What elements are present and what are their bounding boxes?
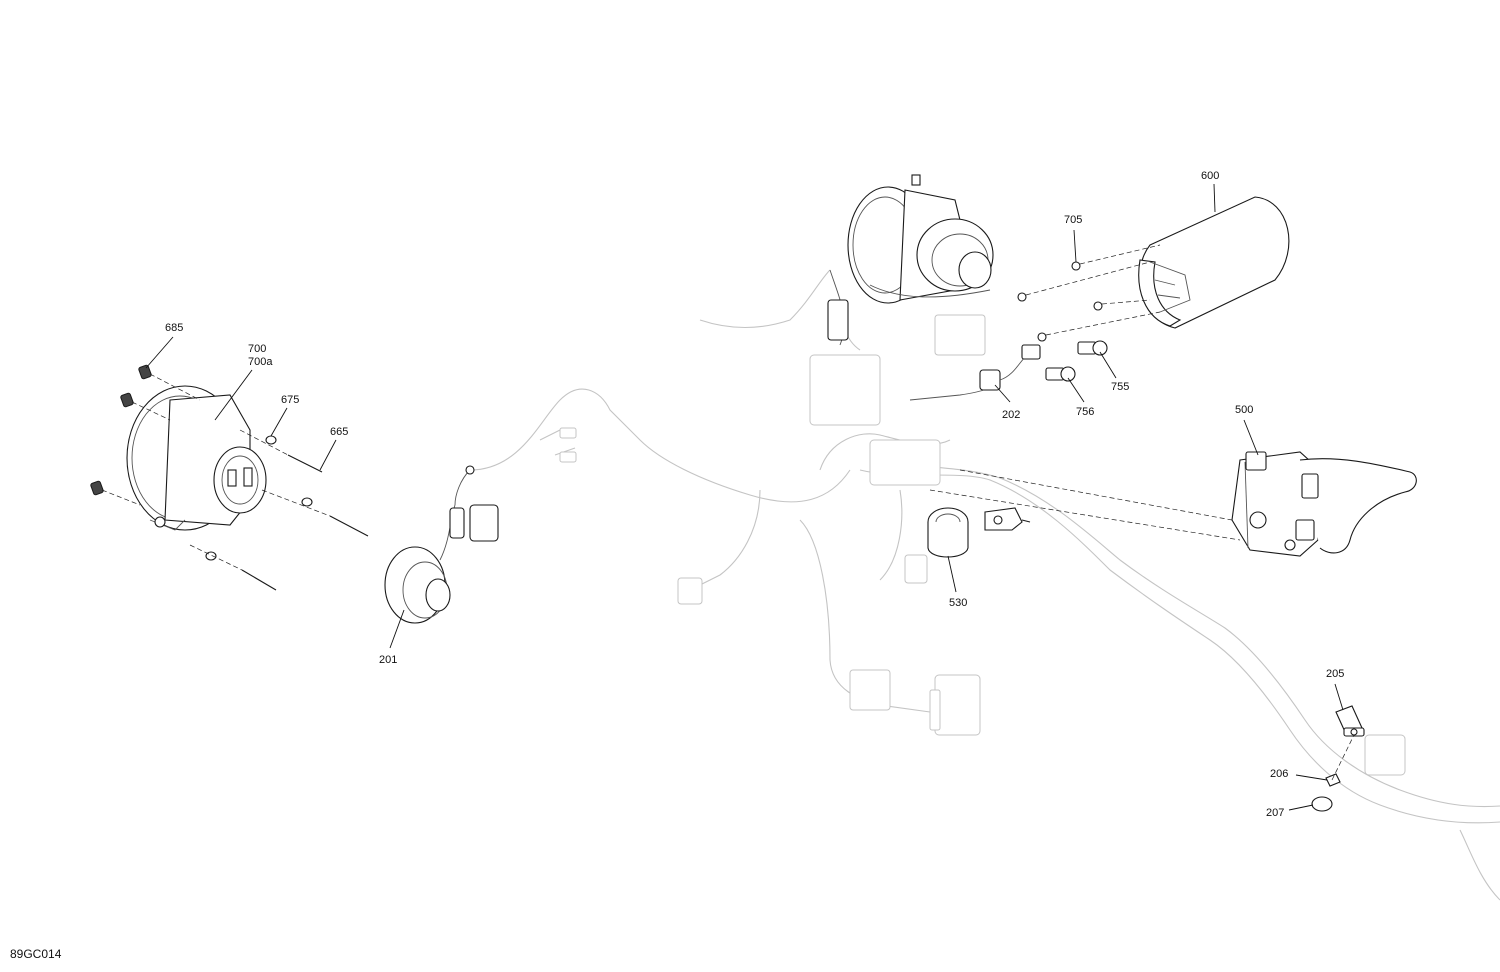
ground-bracket (1311, 705, 1365, 812)
callout-675: 675 (281, 394, 299, 406)
handlebar-switch (929, 451, 1417, 557)
callout-labels: 685 700 700a 675 665 201 600 705 755 756… (165, 170, 1344, 819)
callout-700a: 700a (248, 356, 273, 368)
leader-lines (145, 183, 1344, 811)
callout-600: 600 (1201, 170, 1219, 182)
callout-705: 705 (1064, 214, 1082, 226)
callout-207: 207 (1266, 807, 1284, 819)
right-headlight-assembly (827, 174, 994, 346)
cluster-connectors (1045, 340, 1108, 382)
callout-206: 206 (1270, 768, 1288, 780)
left-headlight-assembly (126, 385, 267, 531)
figure-code: 89GC014 (10, 947, 62, 961)
callout-530: 530 (949, 597, 967, 609)
adjust-screws (90, 364, 201, 506)
callout-700: 700 (248, 343, 266, 355)
wiring-harness (469, 269, 1500, 901)
callout-756: 756 (1076, 406, 1094, 418)
callout-202: 202 (1002, 409, 1020, 421)
gauge-cluster (1138, 196, 1290, 329)
callout-665: 665 (330, 426, 348, 438)
callout-755: 755 (1111, 381, 1129, 393)
callout-205: 205 (1326, 668, 1344, 680)
callout-500: 500 (1235, 404, 1253, 416)
callout-201: 201 (379, 654, 397, 666)
cluster-screws (1017, 244, 1161, 342)
callout-685: 685 (165, 322, 183, 334)
horn (384, 465, 499, 624)
ignition-switch (927, 507, 1031, 558)
